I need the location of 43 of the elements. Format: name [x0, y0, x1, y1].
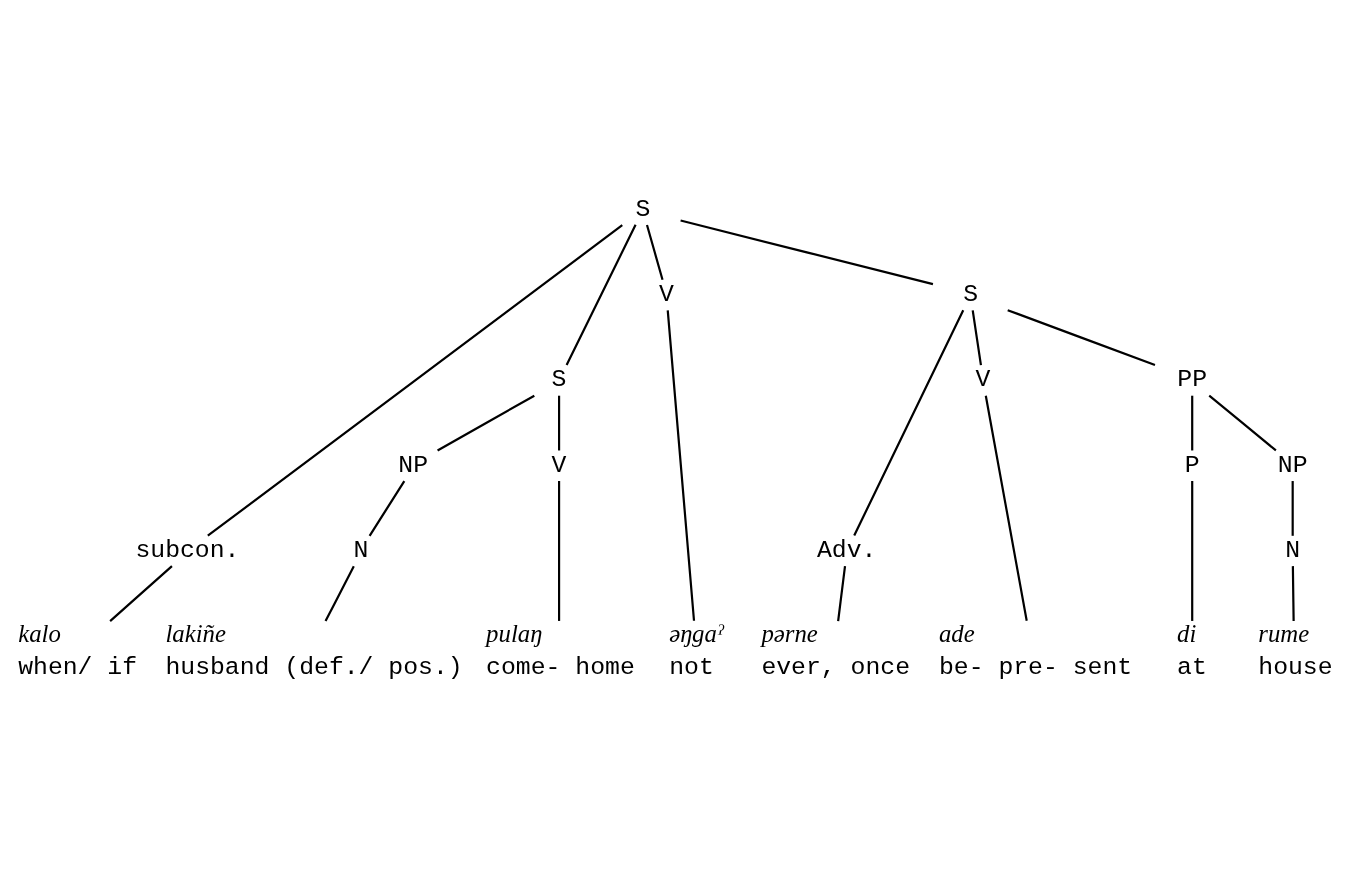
connector: [666, 309, 696, 621]
connector: [1208, 394, 1277, 451]
node-text: di at: [1177, 619, 1207, 681]
node-text: S: [963, 279, 979, 308]
connector: [971, 309, 982, 365]
connector: [207, 223, 623, 537]
node-text: pərne ever, once: [761, 619, 911, 681]
node-text: NP: [398, 450, 429, 479]
node-text: S: [635, 194, 651, 223]
connector: [557, 480, 561, 621]
node-text: rume house: [1258, 619, 1333, 681]
connector: [680, 218, 934, 285]
connector: [984, 395, 1028, 621]
node-text: lakiñe husband (def./ pos.): [165, 619, 463, 681]
node-text: PP: [1177, 364, 1208, 393]
connector: [109, 564, 173, 622]
node-text: V: [551, 450, 567, 479]
node-text: subcon.: [135, 535, 240, 564]
connector: [645, 224, 664, 280]
connector: [1291, 480, 1294, 536]
node-text: əŋgaˀ not: [669, 619, 724, 681]
node-text: V: [975, 364, 991, 393]
node-text: ade be- pre- sent: [938, 619, 1133, 681]
connector: [437, 394, 535, 451]
node-text: pulaŋ come- home: [486, 619, 635, 681]
connector: [853, 309, 965, 536]
node-text: N: [353, 535, 369, 564]
connector: [1191, 480, 1194, 621]
connector: [1007, 308, 1156, 366]
connector: [324, 565, 355, 622]
node-text: NP: [1277, 450, 1308, 479]
node-text: kalo when/ if: [18, 619, 138, 681]
connector: [368, 479, 406, 536]
connector: [1291, 565, 1295, 621]
node-text: V: [658, 279, 674, 308]
connector: [557, 395, 561, 450]
node-text: P: [1184, 450, 1200, 479]
node-text: Adv.: [817, 535, 877, 564]
connector: [1191, 395, 1194, 450]
connector: [565, 223, 637, 365]
node-text: S: [551, 364, 567, 393]
connector: [837, 565, 847, 621]
node-text: N: [1285, 535, 1301, 564]
